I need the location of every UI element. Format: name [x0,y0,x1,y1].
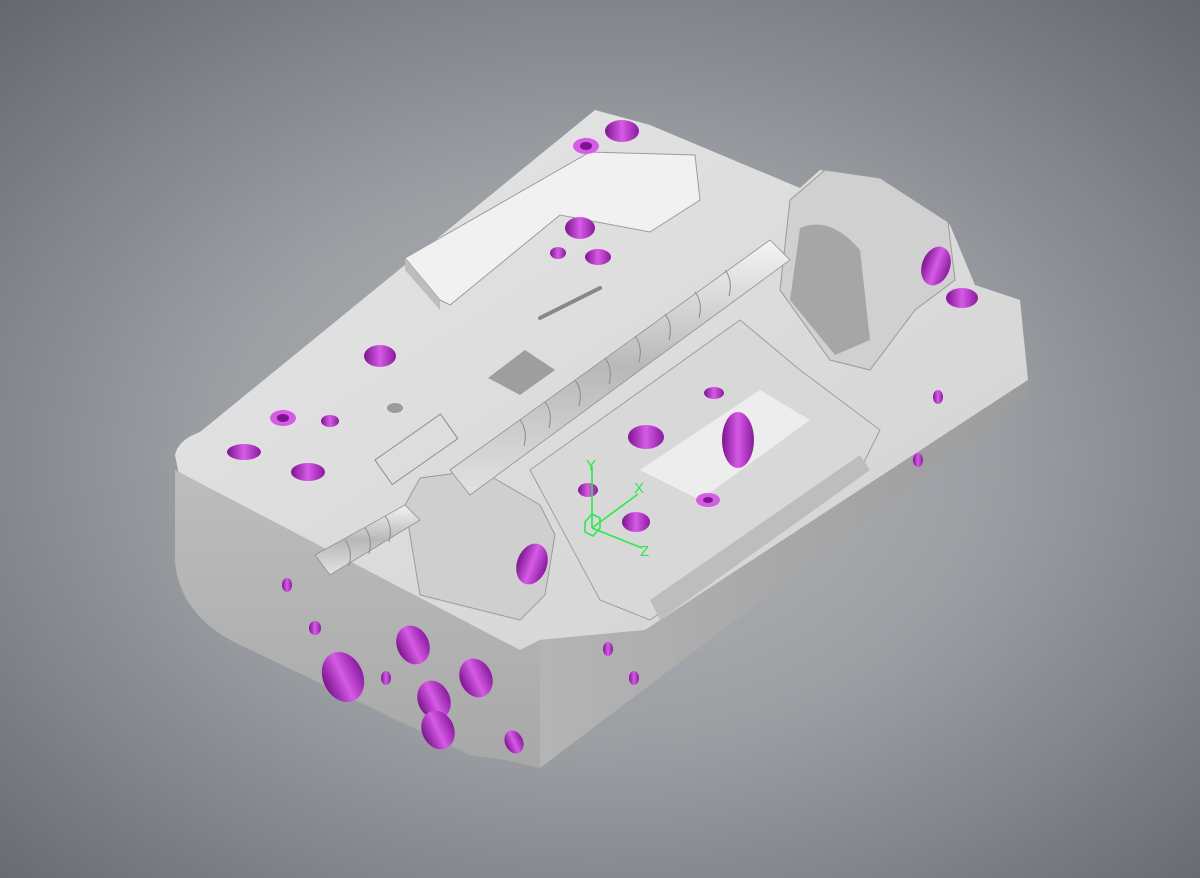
z-axis-line [591,527,643,549]
triad-origin-cube-icon [584,513,601,537]
x-axis-label: X [634,480,644,497]
coordinate-triad: Y X Z [584,457,649,560]
y-axis-label: Y [586,457,596,474]
model-body [175,110,1028,768]
z-axis-label: Z [640,543,649,560]
machined-holes [227,120,978,585]
side-holes [282,390,943,754]
